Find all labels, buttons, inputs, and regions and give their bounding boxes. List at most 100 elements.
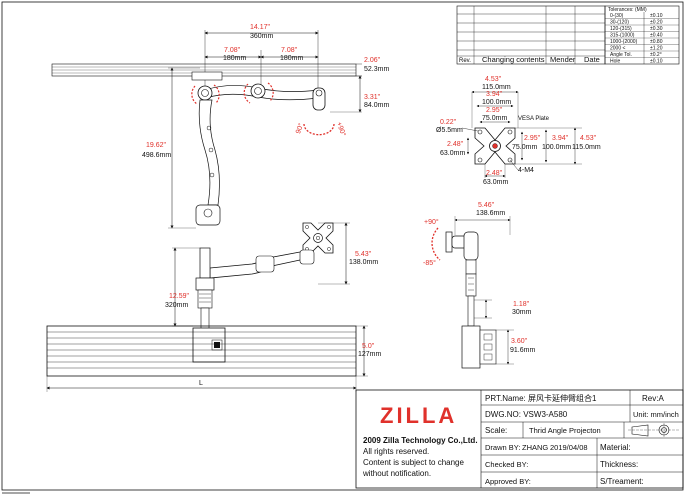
scale-label: Scale: [485, 426, 507, 435]
drawing-number: DWG.NO: VSW3-A580 [485, 410, 568, 419]
dim-left-mm: 180mm [223, 55, 247, 62]
tolerance-value: ±0.20 [650, 20, 663, 26]
vesa-r100-mm: 100.0mm [542, 144, 571, 151]
side-depth-in: 5.46" [478, 202, 495, 209]
tolerance-value: ±0.2° [650, 52, 662, 58]
notice-text-1: Content is subject to change [363, 458, 465, 467]
tolerance-range: Angle Tol. [610, 52, 632, 58]
tolerance-range: 1000-(2000) [610, 39, 638, 45]
vesa-w100-in: 3.94" [486, 91, 503, 98]
third-angle-projection-icon [628, 423, 680, 437]
projection-label: Thrid Angle Projecton [529, 426, 601, 435]
side-vesa-edge [445, 231, 453, 253]
vesa-r115-in: 4.53" [580, 135, 597, 142]
front-base-mm: 127mm [358, 351, 382, 358]
tolerance-table: Tolerances: (MM) 0-(30) ±0.10 30-(120) ±0.2… [604, 5, 680, 65]
rev-header-mender: Mender [550, 55, 576, 64]
vesa-screw: 4-M4 [518, 167, 534, 174]
dim-height-in: 19.62" [146, 142, 167, 149]
front-pole-top [199, 247, 211, 279]
front-rail [46, 325, 357, 377]
title-block: ZILLA 2009 Zilla Technology Co.,Ltd. All… [355, 389, 684, 489]
vesa-h63-mm: 63.0mm [440, 150, 465, 157]
thickness-label: Thickness: [600, 460, 638, 469]
dim-overall-in: 14.17" [250, 24, 271, 31]
vesa-w115-mm: 115.0mm [482, 84, 511, 91]
tolerance-range: 30-(120) [610, 20, 629, 26]
side-clamp-body [461, 325, 481, 369]
tolerance-value: ±0.40 [650, 33, 663, 39]
rotation-arc-left [191, 85, 198, 105]
rev-header-date: Date [584, 55, 600, 64]
revision: Rev:A [642, 394, 664, 403]
tolerance-value: ±0.10 [650, 13, 663, 19]
dim-right-mm: 180mm [280, 55, 304, 62]
front-view: L 5.43" 138.0mm 12.59" 320mm 5.0" 127mm [46, 222, 382, 392]
tolerance-range: 0-(30) [610, 13, 624, 19]
vesa-w100-mm: 100.0mm [482, 99, 511, 106]
material-label: Material: [600, 443, 631, 452]
joint-middle [250, 83, 266, 99]
vesa-w115-in: 4.53" [485, 76, 502, 83]
side-upper-joint [463, 231, 479, 261]
top-bottom-bracket [195, 204, 221, 226]
drawn-date: 2019/04/08 [550, 443, 588, 452]
vesa-w75-in: 2.95" [486, 107, 503, 114]
tol-title: Tolerances: (MM) [608, 7, 647, 13]
dim-right-h-mm: 52.3mm [364, 66, 389, 73]
tilt-down-label: -85° [423, 259, 436, 267]
rotation-arc-bottom [303, 123, 335, 136]
tolerance-value: ±1.20 [650, 46, 663, 52]
side-reach-mm: 30mm [512, 309, 532, 316]
company-logo: ZILLA [380, 403, 457, 428]
front-base-in: 5.0" [362, 343, 375, 350]
vesa-plate-view: VESA Plate 4.53" 115.0mm 3.94" 100.0mm 2… [436, 76, 601, 186]
front-pole-mm: 320mm [165, 302, 189, 309]
front-arm-in: 5.43" [355, 251, 372, 258]
part-name: PRT.Name: 屏风卡延伸臂组合1 [485, 393, 597, 403]
rev-header-contents: Changing contents [482, 55, 545, 64]
dim-left-in: 7.08" [224, 47, 241, 54]
tolerance-value: ±0.10 [650, 59, 663, 65]
dim-right-in: 7.08" [281, 47, 298, 54]
unit-label: Unit: mm/inch [633, 410, 679, 419]
side-clamp-mm: 91.6mm [510, 347, 535, 354]
vesa-hole-in: 0.22" [440, 119, 457, 126]
top-clamp [191, 71, 223, 81]
rights-text: All rights reserved. [363, 447, 429, 456]
notice-text-2: without notification. [362, 469, 431, 478]
top-view: 14.17" 360mm 7.08" 180mm 7.08" 180mm 2.0… [51, 24, 389, 229]
dim-drop-mm: 84.0mm [364, 102, 389, 109]
top-vertical-arm [198, 99, 220, 206]
tolerance-range: 315-(1000) [610, 33, 635, 39]
tolerance-value: ±0.80 [650, 39, 663, 45]
drawn-by-name: ZHANG [522, 443, 548, 452]
side-depth-mm: 138.6mm [476, 210, 505, 217]
drawn-by-label: Drawn BY: [485, 443, 520, 452]
dim-height-mm: 498.6mm [142, 152, 171, 159]
tolerance-range: 120-(315) [610, 26, 632, 32]
vesa-r115-mm: 115.0mm [572, 144, 601, 151]
side-view: 5.46" 138.6mm +90° -85° 1.18" 30mm 3.60"… [423, 202, 535, 369]
tolerance-range: 2000 < [610, 46, 626, 52]
length-label: L [199, 380, 203, 387]
treatment-label: S/Treament: [600, 477, 644, 486]
side-reach-in: 1.18" [513, 301, 530, 308]
side-pole [467, 295, 475, 327]
rotation-arc-middle [243, 83, 251, 104]
front-clamp [192, 327, 226, 363]
front-arm-mm: 138.0mm [349, 259, 378, 266]
vesa-b63-in: 2.48" [486, 170, 503, 177]
vesa-r75-in: 2.95" [524, 135, 541, 142]
vesa-b63-mm: 63.0mm [483, 179, 508, 186]
joint-left [197, 85, 213, 101]
tilt-arc [431, 227, 441, 261]
revision-table: Rev. Changing contents Mender Date [456, 5, 606, 65]
vesa-hole-mm: Ø5.5mm [436, 127, 463, 134]
dim-drop-in: 3.31" [364, 94, 381, 101]
front-pole-in: 12.59" [169, 293, 190, 300]
side-clamp-in: 3.60" [511, 338, 528, 345]
tolerance-value: ±0.30 [650, 26, 663, 32]
